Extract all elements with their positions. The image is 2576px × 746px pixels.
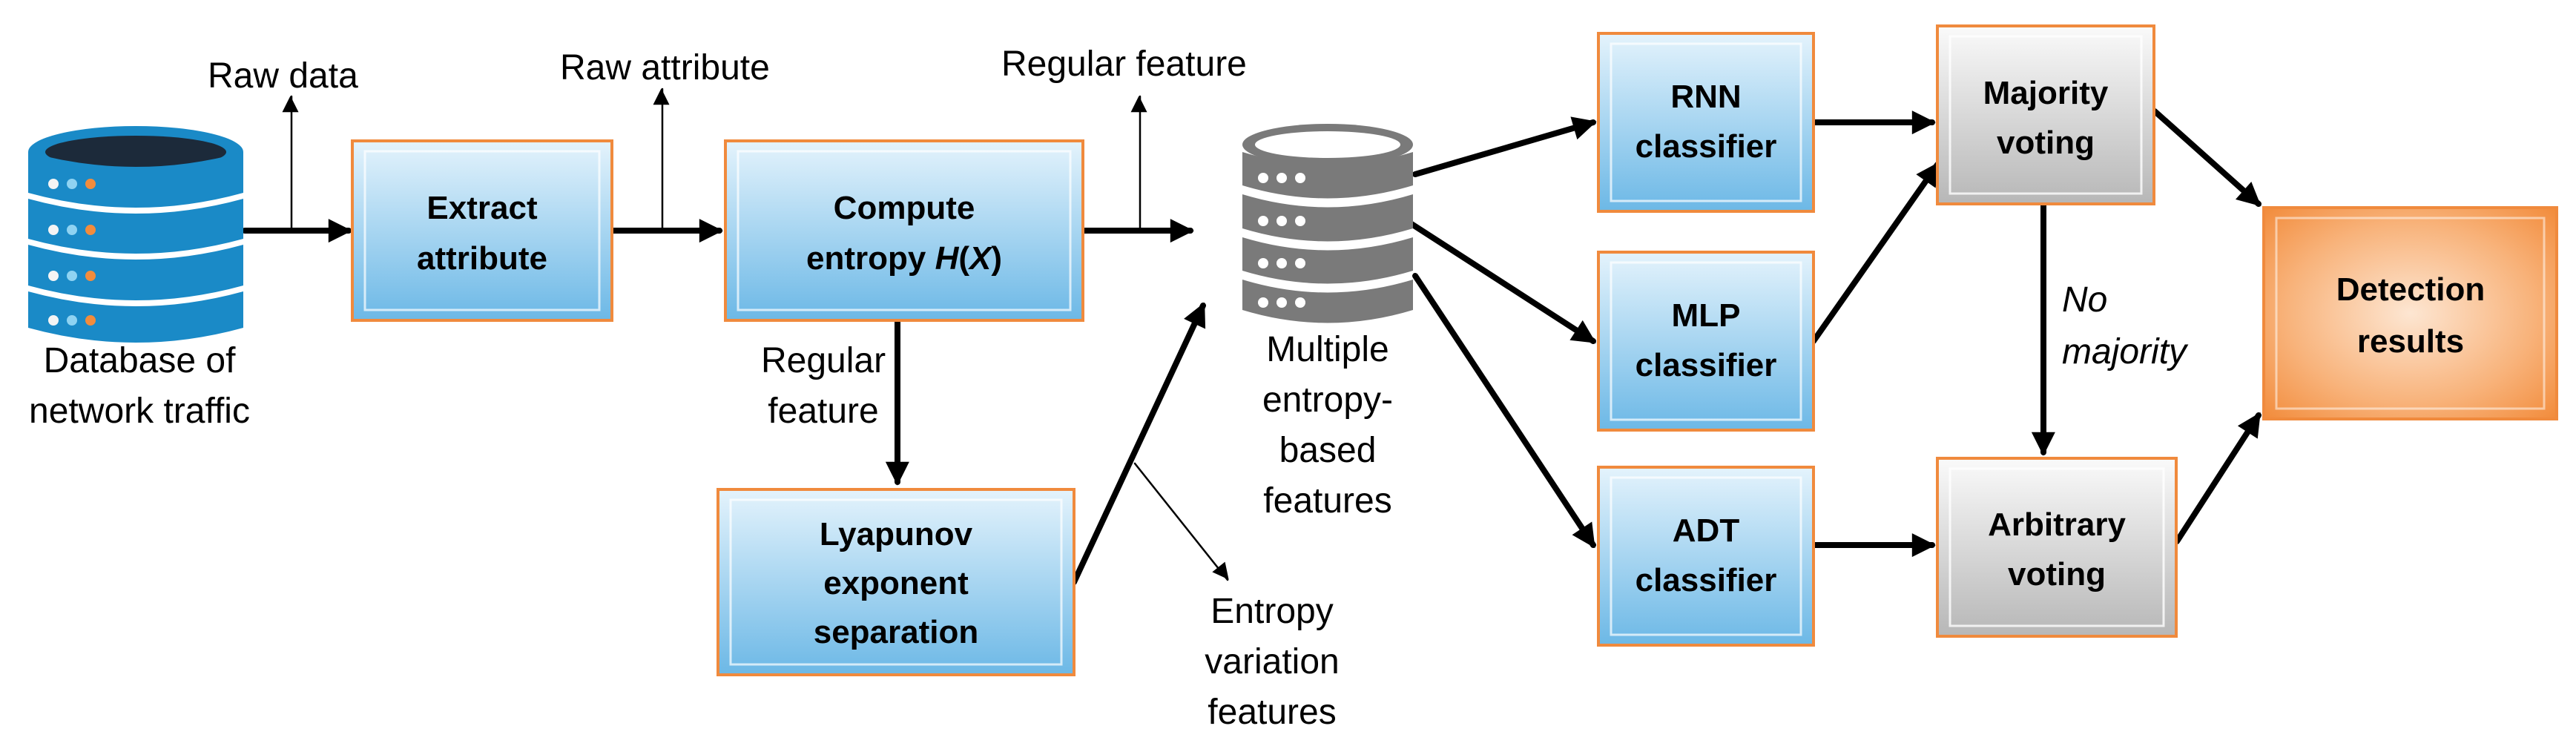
lyapunov-line-2: exponent (823, 565, 969, 601)
multiple-features-line-1: Multiple (1266, 330, 1389, 369)
svg-text:voting: voting (1997, 125, 2095, 161)
svg-text:Majority: Majority (1983, 75, 2109, 111)
extract-line-1: Extract (426, 190, 538, 226)
arrow-mlp-to-majority (1811, 162, 1940, 344)
svg-text:Regular: Regular (761, 341, 886, 380)
svg-text:attribute: attribute (417, 240, 547, 277)
regular-feature-top-label: Regular feature (1001, 44, 1247, 84)
detection-results-box: Detection results (2262, 206, 2558, 420)
svg-text:Extract: Extract (426, 190, 538, 226)
multiple-features-line-3: based (1279, 431, 1377, 470)
lyapunov-box: Lyapunov exponent separation (717, 488, 1075, 676)
svg-text:feature: feature (768, 392, 878, 431)
rnn-classifier-box: RNN classifier (1597, 32, 1815, 213)
svg-text:MLP: MLP (1672, 297, 1741, 334)
entropy-variation-line-2: variation (1205, 642, 1339, 681)
database-icon (28, 126, 243, 343)
majority-line-1: Majority (1983, 75, 2109, 111)
database-stack-icon (1242, 124, 1413, 323)
detection-line-1: Detection (2336, 271, 2485, 308)
svg-text:majority: majority (2062, 332, 2189, 372)
svg-text:No: No (2062, 280, 2107, 320)
svg-text:voting: voting (2008, 556, 2106, 592)
detection-line-2: results (2357, 323, 2464, 360)
svg-text:exponent: exponent (823, 565, 969, 601)
majority-voting-box: Majority voting (1936, 24, 2155, 205)
adt-classifier-box: ADT classifier (1597, 466, 1815, 647)
arrow-featuredb-to-rnn (1412, 116, 1597, 177)
svg-text:classifier: classifier (1635, 128, 1777, 165)
arrow-featuredb-to-adt (1412, 273, 1596, 549)
svg-text:network traffic: network traffic (29, 392, 250, 431)
arrow-majority-to-detection (2152, 108, 2262, 207)
arrow-featuredb-to-mlp (1406, 219, 1596, 344)
adt-line-2: classifier (1635, 562, 1777, 598)
extract-attribute-box: Extract attribute (351, 139, 613, 322)
entropy-line-1: Compute (834, 190, 975, 226)
adt-line-1: ADT (1673, 512, 1740, 549)
arbitrary-voting-box: Arbitrary voting (1936, 457, 2178, 638)
mlp-line-1: MLP (1672, 297, 1741, 334)
svg-text:RNN: RNN (1670, 79, 1741, 115)
svg-text:Detection: Detection (2336, 271, 2485, 308)
regular-feature-side-line-2: feature (768, 392, 878, 431)
regular-feature-side-line-1: Regular (761, 341, 886, 380)
rnn-line-1: RNN (1670, 79, 1741, 115)
arrow-lyapunov-to-featuredb (1071, 302, 1206, 585)
no-majority-line-2: majority (2062, 332, 2189, 372)
database-label-line-2: network traffic (29, 392, 250, 431)
entropy-variation-line-1: Entropy (1210, 592, 1333, 631)
lyapunov-line-3: separation (814, 614, 979, 650)
mlp-classifier-box: MLP classifier (1597, 251, 1815, 432)
svg-text:ADT: ADT (1673, 512, 1740, 549)
no-majority-line-1: No (2062, 280, 2107, 320)
svg-text:Database of: Database of (44, 341, 237, 380)
svg-text:features: features (1208, 693, 1336, 732)
extract-line-2: attribute (417, 240, 547, 277)
database-label-line-1: Database of (44, 341, 237, 380)
svg-text:separation: separation (814, 614, 979, 650)
arbitrary-line-2: voting (2008, 556, 2106, 592)
entropy-variation-line-3: features (1208, 693, 1336, 732)
entropy-line-2: entropy H(X) (806, 240, 1002, 277)
svg-text:Compute: Compute (834, 190, 975, 226)
svg-text:Entropy: Entropy (1210, 592, 1333, 631)
mlp-line-2: classifier (1635, 347, 1777, 383)
multiple-features-line-4: features (1263, 481, 1391, 521)
svg-text:classifier: classifier (1635, 562, 1777, 598)
svg-text:results: results (2357, 323, 2464, 360)
svg-text:classifier: classifier (1635, 347, 1777, 383)
arbitrary-line-1: Arbitrary (1988, 506, 2126, 543)
arrow-arbitrary-to-detection (2174, 412, 2262, 544)
arrow-entropy-variation-out (1133, 462, 1229, 581)
connectors (242, 88, 2262, 585)
compute-entropy-box: Compute entropy H(X) (724, 139, 1084, 322)
svg-text:based: based (1279, 431, 1377, 470)
svg-text:Lyapunov: Lyapunov (820, 516, 973, 552)
raw-data-label: Raw data (208, 56, 358, 96)
multiple-features-line-2: entropy- (1262, 380, 1393, 420)
svg-text:Arbitrary: Arbitrary (1988, 506, 2126, 543)
svg-text:features: features (1263, 481, 1391, 521)
svg-text:entropy-: entropy- (1262, 380, 1393, 420)
raw-attribute-label: Raw attribute (560, 48, 770, 88)
rnn-line-2: classifier (1635, 128, 1777, 165)
majority-line-2: voting (1997, 125, 2095, 161)
lyapunov-line-1: Lyapunov (820, 516, 973, 552)
svg-text:variation: variation (1205, 642, 1339, 681)
svg-text:Multiple: Multiple (1266, 330, 1389, 369)
